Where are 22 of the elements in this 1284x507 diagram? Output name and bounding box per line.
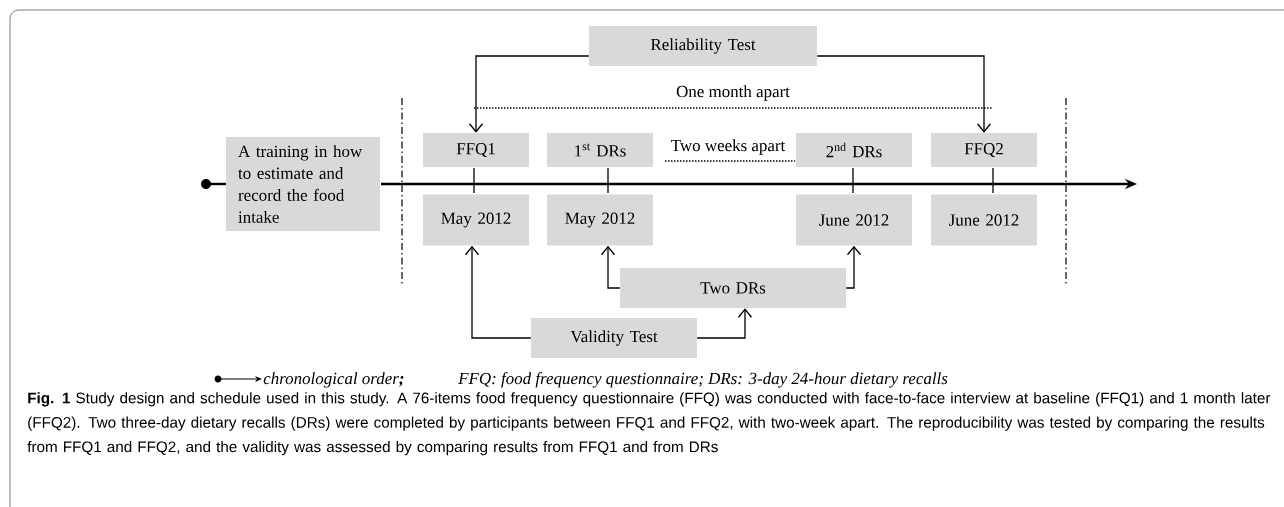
label-box: 1$^{st}$ DRs [547, 133, 653, 167]
legend-label: chronological order; [263, 372, 404, 388]
arrow [816, 55, 992, 133]
arrow [464, 245, 532, 339]
label-box: 2$^{nd}$ DRs [796, 133, 912, 167]
label-box: A training in how to estimate and record the food intake [226, 137, 380, 231]
label-box: May 2012 [547, 194, 653, 246]
label-box: FFQ2 [931, 133, 1037, 167]
interval-label: One month apart [676, 85, 790, 101]
label-box: June 2012 [796, 194, 912, 246]
arrow [845, 245, 862, 289]
label-box: FFQ1 [423, 133, 529, 167]
figure-caption: Fig. 1 Study design and schedule used in this study. A 76-items food frequency questionnaire (FFQ) was conducted with face-to-face interview at baseline (FFQ1) and 1 month later (FFQ2). Two three-day dietary recalls (DRs) were completed by participants between FFQ1 and FFQ2, with two-week apart. The reproducibility was tested by comparing the results from FFQ1 and FFQ2, and the validity was assessed by comparing results from FFQ1 and from DRs [27, 392, 1271, 456]
label-box: Reliability Test [589, 26, 817, 66]
arrow [600, 245, 621, 289]
label-box: June 2012 [931, 194, 1037, 246]
label-box: Validity Test [531, 318, 697, 358]
label-box: May 2012 [423, 194, 529, 246]
interval-label: Two weeks apart [671, 139, 786, 155]
arrow [468, 55, 590, 133]
arrow [696, 308, 753, 339]
label-box: Two DRs [620, 268, 846, 308]
